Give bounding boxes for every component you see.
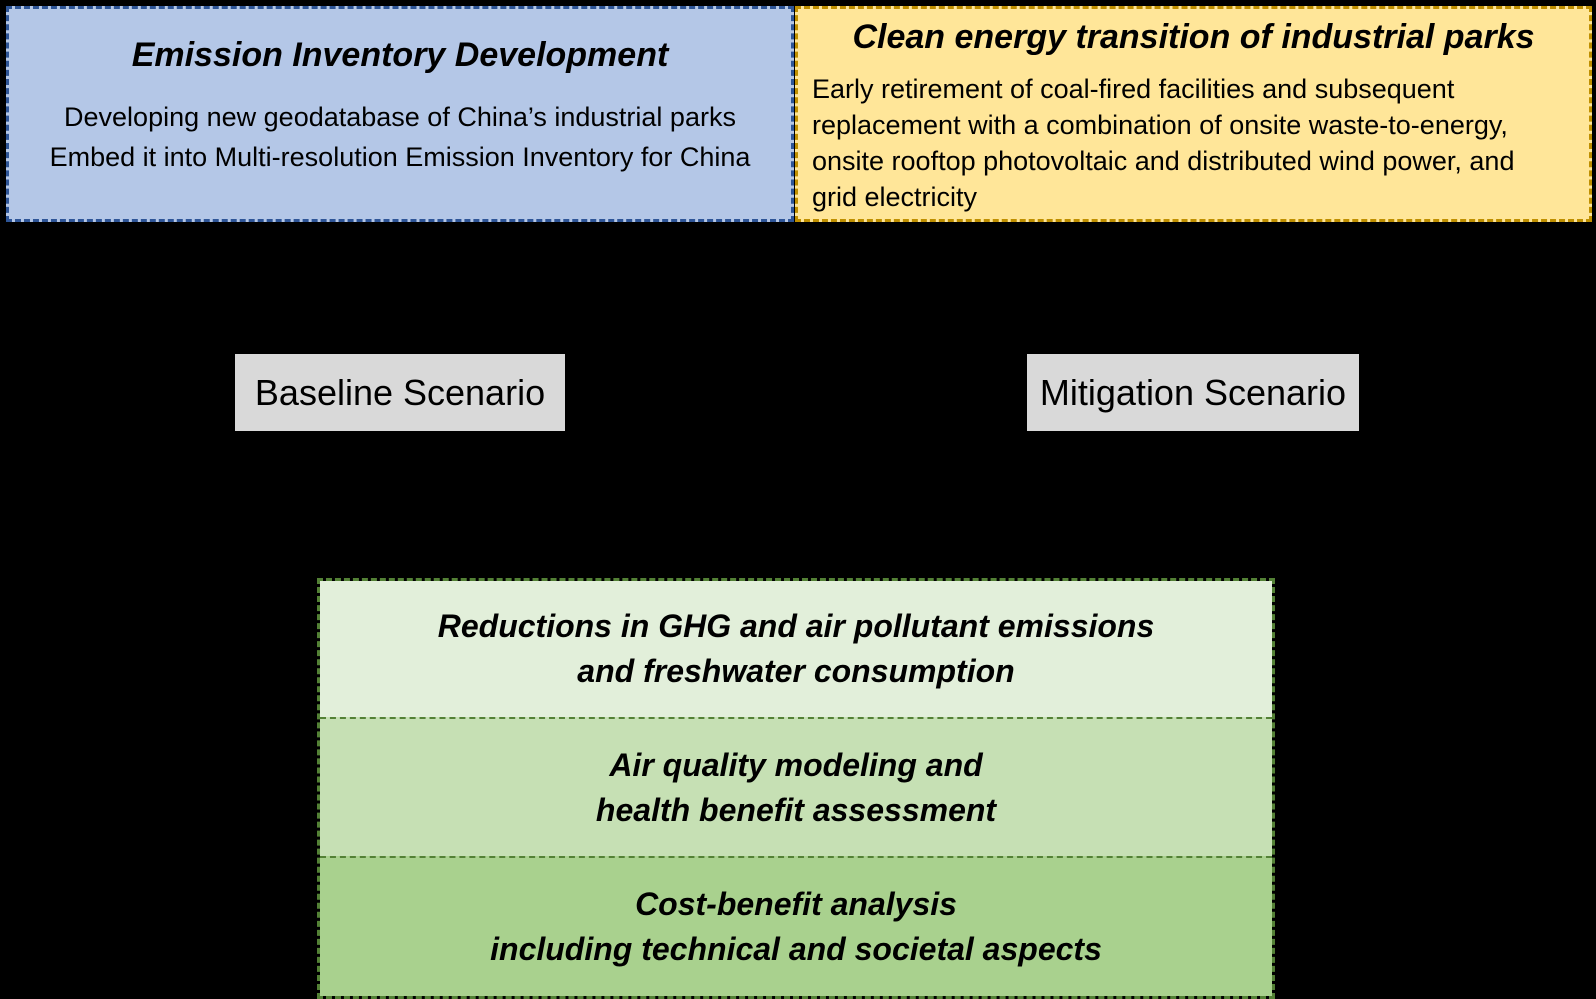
outcomes-box: Reductions in GHG and air pollutant emis… — [317, 578, 1275, 999]
outcomes-air-quality-line-1: Air quality modeling and — [609, 746, 983, 783]
mitigation-scenario-box: Mitigation Scenario — [1027, 354, 1359, 431]
emission-inventory-box: Emission Inventory Development Developin… — [6, 6, 794, 222]
clean-energy-transition-body: Early retirement of coal-fired facilitie… — [798, 71, 1589, 215]
emission-inventory-line-1: Developing new geodatabase of China’s in… — [64, 102, 736, 132]
clean-energy-line-3: onsite rooftop photovoltaic and distribu… — [812, 146, 1515, 176]
outcomes-emissions-line-2: and freshwater consumption — [577, 653, 1015, 689]
clean-energy-transition-title: Clean energy transition of industrial pa… — [852, 18, 1535, 56]
mitigation-scenario-label: Mitigation Scenario — [1039, 371, 1347, 413]
clean-energy-line-2: replacement with a combination of onsite… — [812, 110, 1508, 140]
emission-inventory-line-2: Embed it into Multi-resolution Emission … — [49, 142, 751, 172]
outcomes-emissions-line-1: Reductions in GHG and air pollutant emis… — [437, 608, 1155, 644]
outcomes-section-cost-benefit: Cost-benefit analysis including technica… — [320, 856, 1272, 996]
baseline-scenario-label: Baseline Scenario — [254, 371, 546, 413]
outcomes-cost-benefit-line-2: including technical and societal aspects — [490, 931, 1102, 967]
outcomes-cost-benefit-line-1: Cost-benefit analysis — [635, 886, 957, 922]
clean-energy-line-4: grid electricity — [812, 182, 978, 212]
outcomes-air-quality-line-2: health benefit assessment — [595, 791, 997, 828]
baseline-scenario-box: Baseline Scenario — [235, 354, 565, 431]
emission-inventory-title: Emission Inventory Development — [131, 36, 669, 74]
emission-inventory-body: Developing new geodatabase of China’s in… — [9, 97, 791, 177]
clean-energy-transition-box: Clean energy transition of industrial pa… — [795, 6, 1592, 222]
clean-energy-line-1: Early retirement of coal-fired facilitie… — [812, 74, 1455, 104]
outcomes-section-emissions: Reductions in GHG and air pollutant emis… — [320, 581, 1272, 717]
outcomes-section-air-quality: Air quality modeling and health benefit … — [320, 717, 1272, 856]
